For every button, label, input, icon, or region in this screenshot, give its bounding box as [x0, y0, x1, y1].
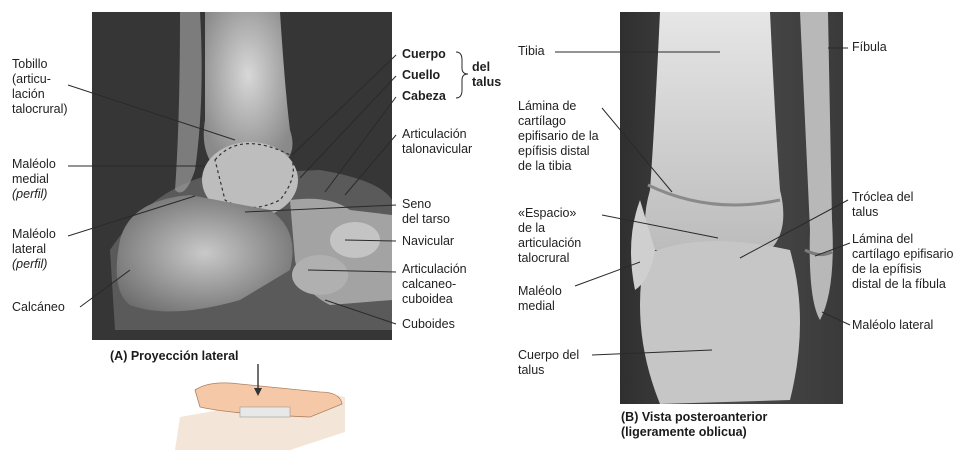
foot-position-illustration — [170, 362, 370, 452]
label-navicular: Navicular — [402, 234, 454, 249]
label-maleolo-lateral-a: Maléolo lateral — [12, 227, 56, 257]
caption-panel-b: (B) Vista posteroanterior (ligeramente o… — [621, 410, 767, 440]
label-maleolo-medial-a-note: (perfil) — [12, 187, 47, 202]
label-cuerpo-talus: Cuerpo del talus — [518, 348, 579, 378]
label-maleolo-medial-b: Maléolo medial — [518, 284, 562, 314]
label-art-talonavicular: Articulación talonavicular — [402, 127, 472, 157]
label-art-calcaneocuboidea: Articulación calcaneo- cuboidea — [402, 262, 467, 307]
label-maleolo-lateral-a-note: (perfil) — [12, 257, 47, 272]
label-calcaneo: Calcáneo — [12, 300, 65, 315]
label-lamina-fibula: Lámina del cartílago epifisario de la ep… — [852, 232, 953, 292]
label-cuerpo: Cuerpo — [402, 47, 446, 62]
caption-panel-a: (A) Proyección lateral — [110, 349, 239, 364]
label-espacio: «Espacio» de la articulación talocrural — [518, 206, 581, 266]
label-maleolo-lateral-b: Maléolo lateral — [852, 318, 933, 333]
label-cuboides: Cuboides — [402, 317, 455, 332]
label-cuello: Cuello — [402, 68, 440, 83]
label-seno-tarso: Seno del tarso — [402, 197, 450, 227]
label-tibia: Tibia — [518, 44, 545, 59]
label-tobillo: Tobillo (articu- lación talocrural) — [12, 57, 68, 117]
label-cabeza: Cabeza — [402, 89, 446, 104]
label-lamina-tibia: Lámina de cartílago epifisario de la epí… — [518, 99, 599, 174]
label-del-talus: del talus — [472, 60, 501, 90]
label-maleolo-medial-a: Maléolo medial — [12, 157, 56, 187]
label-troclea: Tróclea del talus — [852, 190, 913, 220]
label-fibula: Fíbula — [852, 40, 887, 55]
